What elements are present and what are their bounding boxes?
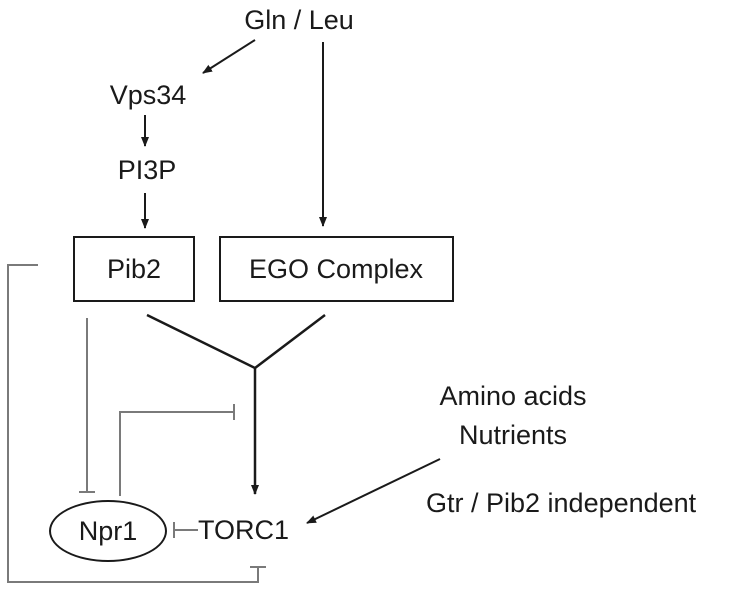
node-ego-complex: EGO Complex (248, 254, 424, 284)
node-gln-leu: Gln / Leu (244, 5, 354, 35)
edge-pib2-inhibits-torc1 (7, 264, 259, 583)
edge-npr1-inhibits-merge (119, 411, 234, 496)
label-nutrients: Nutrients (458, 420, 568, 450)
edge-nutrients-to-torc1 (306, 458, 441, 524)
node-vps34: Vps34 (109, 80, 187, 110)
edge-pib2-ego-merge (146, 313, 326, 370)
label-gtr-pib2-independent: Gtr / Pib2 independent (426, 488, 697, 518)
node-npr1: Npr1 (78, 516, 138, 546)
label-amino-acids: Amino acids (439, 381, 587, 411)
node-pib2-box (73, 236, 195, 302)
node-ego-complex-box (219, 236, 454, 302)
node-pib2: Pib2 (106, 254, 162, 284)
edge-gln-to-vps34 (202, 39, 256, 74)
node-npr1-oval (49, 500, 167, 562)
node-torc1: TORC1 (198, 515, 290, 545)
node-pi3p: PI3P (117, 155, 177, 185)
